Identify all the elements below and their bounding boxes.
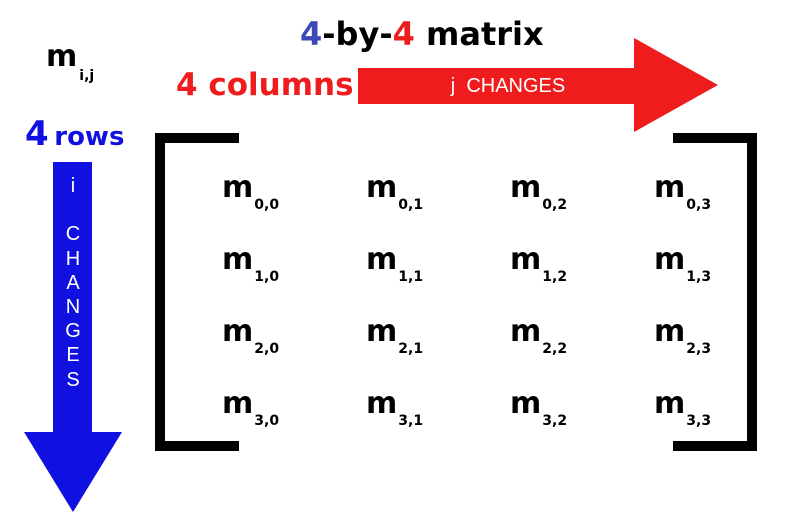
cell-subscript: 2,1 <box>398 341 424 357</box>
cell-subscript: 0,0 <box>254 197 280 213</box>
title-by-text: -by- <box>322 15 393 53</box>
matrix-cell: m1,2 <box>510 242 630 292</box>
cell-base: m <box>654 386 686 421</box>
cell-subscript: 2,2 <box>542 341 568 357</box>
cell-subscript: 1,2 <box>542 269 568 285</box>
cell-subscript: 3,0 <box>254 413 280 429</box>
column-index-changes-label: j CHANGES <box>450 75 566 97</box>
down-arrow-letter: A <box>66 271 80 294</box>
notation-base: m <box>46 39 78 74</box>
matrix-cell: m3,1 <box>366 386 486 436</box>
matrix-cell: m0,0 <box>222 170 342 220</box>
matrix-cell: m0,1 <box>366 170 486 220</box>
cell-base: m <box>366 386 398 421</box>
down-arrow-letter <box>55 198 91 222</box>
matrix-cell: m1,3 <box>654 242 774 292</box>
down-arrow-letter: i <box>70 175 76 197</box>
matrix-cell: m3,0 <box>222 386 342 436</box>
matrix-cell: m2,3 <box>654 314 774 364</box>
right-bracket <box>673 133 757 451</box>
down-arrow-letter: H <box>65 247 81 270</box>
notation-subscript: i,j <box>79 68 95 84</box>
matrix-cell: m3,3 <box>654 386 774 436</box>
cell-base: m <box>222 170 254 205</box>
matrix-cell: m0,3 <box>654 170 774 220</box>
cell-subscript: 3,3 <box>686 413 712 429</box>
cell-base: m <box>366 242 398 277</box>
cell-subscript: 0,2 <box>542 197 568 213</box>
down-arrow-letter: N <box>65 296 81 319</box>
right-arrow-icon <box>358 38 718 132</box>
matrix-cell: m1,0 <box>222 242 342 292</box>
left-bracket <box>155 133 239 451</box>
title-columns-number: 4 <box>392 15 415 53</box>
matrix-cell: m1,1 <box>366 242 486 292</box>
matrix-cell: m2,2 <box>510 314 630 364</box>
cell-subscript: 0,1 <box>398 197 424 213</box>
cell-base: m <box>510 314 542 349</box>
down-arrow-icon <box>24 162 122 512</box>
rows-label-number: 4 <box>25 114 49 154</box>
down-arrow-letter: G <box>65 320 81 343</box>
down-arrow-letter: S <box>66 368 80 391</box>
cell-base: m <box>654 314 686 349</box>
cell-subscript: 1,0 <box>254 269 280 285</box>
cell-base: m <box>654 242 686 277</box>
matrix-cell: m2,0 <box>222 314 342 364</box>
cell-base: m <box>510 242 542 277</box>
down-arrow-letter: C <box>65 223 81 246</box>
matrix-cell: m0,2 <box>510 170 630 220</box>
cell-base: m <box>222 386 254 421</box>
cell-subscript: 2,3 <box>686 341 712 357</box>
cell-base: m <box>510 386 542 421</box>
rows-label-word: rows <box>54 122 125 152</box>
cell-subscript: 1,3 <box>686 269 712 285</box>
cell-base: m <box>366 314 398 349</box>
matrix-cell: m2,1 <box>366 314 486 364</box>
title-rows-number: 4 <box>300 15 323 53</box>
down-arrow-letter: E <box>66 344 80 367</box>
columns-label: 4 columns <box>176 67 354 103</box>
cell-subscript: 3,2 <box>542 413 568 429</box>
cell-subscript: 3,1 <box>398 413 424 429</box>
cell-base: m <box>654 170 686 205</box>
diagram-title: 4-by-4 matrix <box>300 14 544 54</box>
cell-base: m <box>222 242 254 277</box>
title-matrix-text: matrix <box>414 15 544 53</box>
cell-base: m <box>222 314 254 349</box>
row-index-changes-label: i C H A N G E S <box>55 174 91 392</box>
rows-label: 4 rows <box>25 114 124 160</box>
cell-base: m <box>366 170 398 205</box>
cell-subscript: 0,3 <box>686 197 712 213</box>
cell-subscript: 1,1 <box>398 269 424 285</box>
element-notation: mi,j <box>46 39 94 85</box>
matrix-cell: m3,2 <box>510 386 630 436</box>
cell-subscript: 2,0 <box>254 341 280 357</box>
cell-base: m <box>510 170 542 205</box>
